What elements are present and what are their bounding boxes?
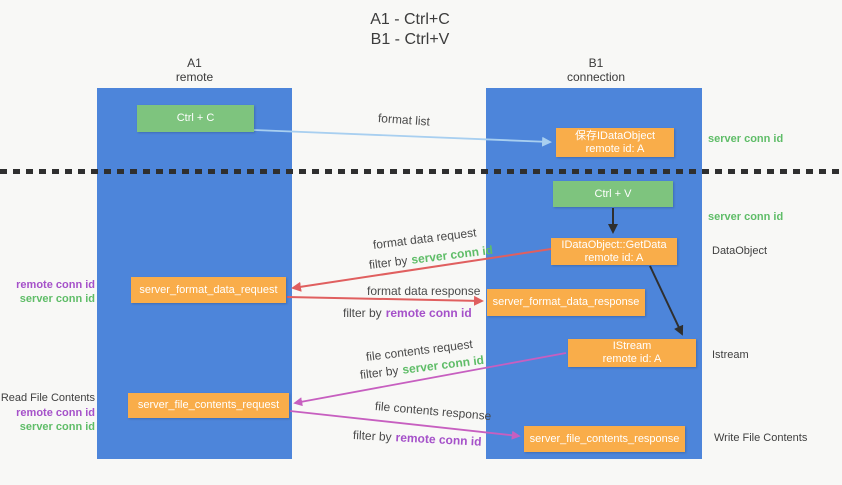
node-server-format-data-request: server_format_data_request (131, 277, 286, 303)
section-divider-dashed-line (0, 169, 842, 174)
node-ctrl-v: Ctrl + V (553, 181, 673, 207)
server-conn-id-label-mid: server conn id (708, 211, 784, 223)
lane-b1-name: B1 (588, 56, 604, 70)
diagram-title: A1 - Ctrl+C B1 - Ctrl+V (0, 10, 820, 50)
node-format-response-label: server_format_data_response (492, 296, 640, 308)
node-istream-line1: IStream (612, 340, 652, 352)
server-conn-id-label-top: server conn id (708, 133, 784, 145)
read-file-contents-label: Read File Contents (0, 392, 95, 404)
remote-conn-id-label-1: remote conn id (16, 279, 95, 291)
node-idataobject-getdata: IDataObject::GetData remote id: A (551, 238, 677, 265)
left-conn-id-stack-1: remote conn id server conn id (0, 278, 95, 306)
title-line-1: A1 - Ctrl+C (370, 11, 450, 28)
node-getdata-line2: remote id: A (584, 251, 644, 264)
filter-key-remote-conn-id: remote conn id (395, 430, 482, 449)
filter-by-text: filter by (368, 253, 409, 272)
filter-by-text: filter by (352, 428, 393, 445)
node-getdata-line1: IDataObject::GetData (561, 238, 667, 251)
node-server-file-contents-response: server_file_contents_response (524, 426, 685, 452)
node-server-file-contents-request: server_file_contents_request (128, 393, 289, 418)
lane-header-b1: B1 connection (488, 56, 704, 84)
node-save-idataobject-line2: remote id: A (585, 142, 645, 155)
format-data-response-label: format data response (367, 284, 481, 298)
remote-conn-id-label-2: remote conn id (16, 407, 95, 419)
lane-a1-name: A1 (187, 56, 202, 70)
lane-header-a1: A1 remote (97, 56, 292, 84)
title-line-2: B1 - Ctrl+V (370, 31, 450, 48)
server-conn-id-label-1: server conn id (19, 293, 95, 305)
node-save-idataobject-line1: 保存IDataObject (574, 129, 656, 142)
server-conn-id-label-2: server conn id (19, 421, 95, 433)
filter-key-remote-conn-id: remote conn id (385, 306, 472, 320)
filter-by-text: filter by (359, 363, 400, 382)
node-ctrl-c: Ctrl + C (137, 105, 254, 132)
file-contents-response-label: file contents response (374, 399, 492, 424)
node-save-idataobject: 保存IDataObject remote id: A (556, 128, 674, 157)
node-format-request-label: server_format_data_request (139, 283, 278, 296)
format-list-label: format list (377, 111, 431, 129)
node-istream: IStream remote id: A (568, 339, 696, 367)
node-server-format-data-response: server_format_data_response (487, 289, 645, 316)
left-conn-id-stack-2: remote conn id server conn id (0, 406, 95, 434)
node-file-request-label: server_file_contents_request (137, 399, 280, 411)
node-ctrl-c-label: Ctrl + C (176, 112, 215, 124)
node-istream-line2: remote id: A (602, 353, 662, 365)
lane-b1-role: connection (566, 70, 626, 84)
node-file-response-label: server_file_contents_response (529, 432, 680, 445)
lane-a1-role: remote (175, 70, 214, 84)
filter-key-server-conn-id: server conn id (410, 242, 494, 267)
dataobject-label: DataObject (712, 245, 768, 257)
istream-label: Istream (712, 349, 749, 361)
node-ctrl-v-label: Ctrl + V (594, 187, 632, 200)
write-file-contents-label: Write File Contents (714, 432, 808, 444)
filter-by-text: filter by (343, 306, 382, 320)
